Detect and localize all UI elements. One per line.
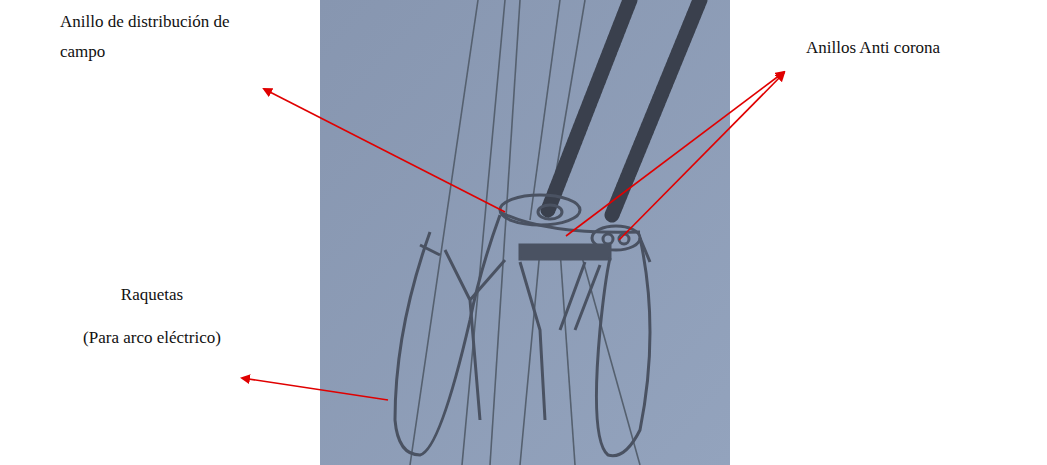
part-label: Anillo de distribución de campo <box>60 7 265 67</box>
part-label: Anillos Anti corona <box>806 33 1041 63</box>
thin-conductors <box>410 0 640 465</box>
hardware <box>395 195 650 456</box>
sky-background <box>320 0 730 465</box>
insulator-strings <box>548 0 700 215</box>
part-label: Raquetas <box>52 280 252 310</box>
leader-arrows <box>242 72 784 400</box>
note-label: (Para arco eléctrico) <box>52 323 252 353</box>
